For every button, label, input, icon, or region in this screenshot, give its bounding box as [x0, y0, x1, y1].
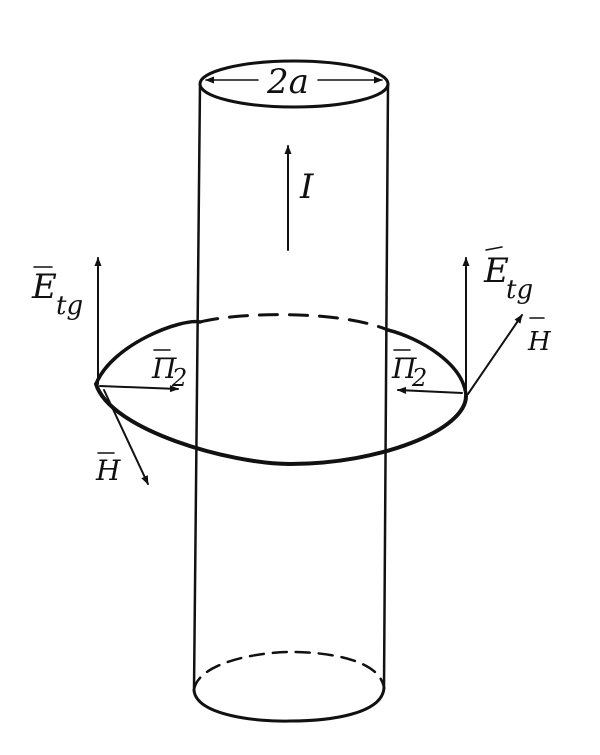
poynting-right-arrow	[397, 386, 463, 394]
e-right-overbar	[485, 246, 503, 251]
right-vectors	[397, 257, 523, 397]
h-field-left-label: H	[95, 454, 121, 487]
field-loop-front	[94, 382, 468, 466]
e-tangential-left-label: E	[31, 267, 57, 307]
cylinder	[192, 59, 390, 723]
field-loop-back-hidden	[198, 313, 390, 332]
left-vectors	[94, 257, 179, 485]
cylinder-left-edge	[192, 82, 202, 692]
h-field-right-label: H	[527, 327, 552, 357]
h-field-right-arrow	[467, 314, 523, 395]
poynting-left-arrow	[99, 385, 179, 393]
current-label: I	[299, 167, 314, 207]
poynting-right-subscript: 2	[411, 364, 427, 392]
cylinder-bottom-back-arc	[192, 650, 386, 692]
current-marker: I	[284, 145, 314, 251]
field-loop	[94, 313, 468, 466]
diameter-marker: 2a	[205, 62, 383, 102]
cylinder-bottom-front-arc	[192, 686, 386, 723]
labels: E tg E tg Π 2 Π 2 H H	[31, 246, 552, 487]
cylinder-right-edge	[382, 82, 390, 690]
field-loop-back-left	[94, 319, 202, 386]
diameter-label: 2a	[266, 62, 309, 102]
e-tangential-left-subscript: tg	[56, 291, 83, 321]
poynting-right-label: Π	[391, 352, 417, 385]
e-tangential-right-subscript: tg	[506, 275, 533, 305]
h-field-left-arrow	[103, 389, 149, 485]
poynting-left-subscript: 2	[171, 364, 187, 392]
e-tangential-right-label: E	[483, 251, 509, 291]
poynting-left-label: Π	[151, 352, 177, 385]
field-loop-back-right	[386, 328, 468, 398]
